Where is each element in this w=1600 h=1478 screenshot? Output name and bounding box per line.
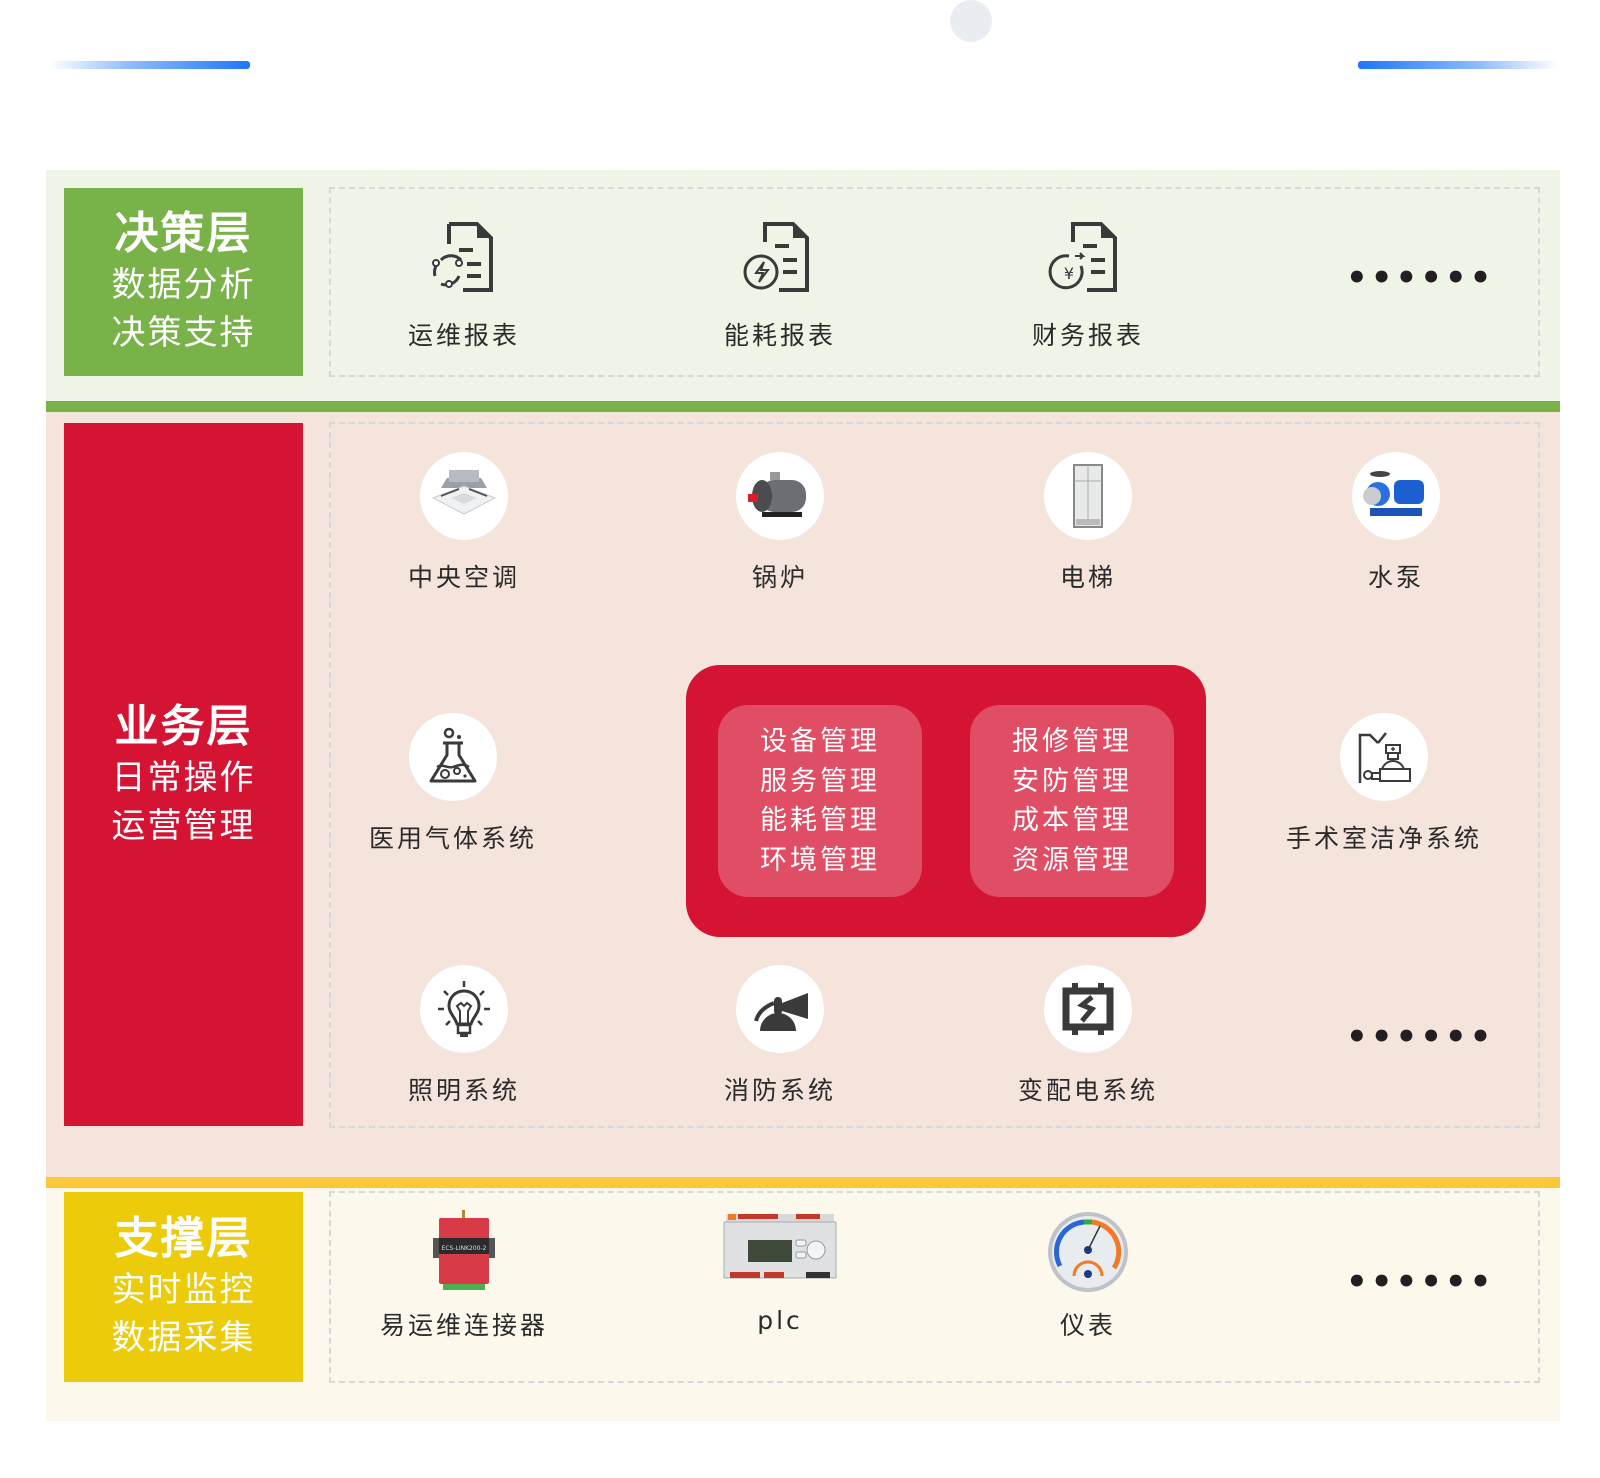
decision-layer-title: 决策层 bbox=[114, 208, 253, 259]
core-management-panel: 设备管理 服务管理 能耗管理 环境管理 报修管理 安防管理 成本管理 资源管理 bbox=[686, 665, 1206, 937]
core-item[interactable]: 报修管理 bbox=[1012, 726, 1132, 757]
water-pump-icon bbox=[1352, 452, 1440, 540]
decision-layer: 决策层 数据分析 决策支持 运维报表 能耗报表 bbox=[46, 170, 1560, 408]
item-label: 能耗报表 bbox=[723, 321, 836, 350]
support-layer: 支撑层 实时监控 数据采集 ECS-LINK200-2 易运维连接器 plc bbox=[46, 1188, 1560, 1421]
item-label: 水泵 bbox=[1367, 563, 1424, 592]
elevator-icon bbox=[1044, 452, 1132, 540]
layer-separator-green bbox=[46, 401, 1560, 412]
finance-report-item[interactable]: ¥ 财务报表 bbox=[978, 218, 1198, 352]
energy-report-icon bbox=[743, 222, 809, 292]
core-item[interactable]: 设备管理 bbox=[760, 726, 880, 757]
ops-report-item[interactable]: 运维报表 bbox=[354, 218, 574, 352]
fire-protection-item[interactable]: 消防系统 bbox=[670, 965, 890, 1107]
business-layer: 业务层 日常操作 运营管理 中央空调 锅炉 电梯 水泵 医用气体系统 bbox=[46, 412, 1560, 1178]
core-management-group-left: 设备管理 服务管理 能耗管理 环境管理 bbox=[718, 705, 922, 897]
item-label: 仪表 bbox=[1059, 1311, 1116, 1340]
boiler-icon bbox=[736, 452, 824, 540]
plc-device-icon bbox=[723, 1214, 837, 1279]
more-ellipsis: •••••• bbox=[1346, 1262, 1495, 1302]
meter-item[interactable]: 仪表 bbox=[978, 1210, 1198, 1342]
fire-alarm-icon bbox=[736, 965, 824, 1053]
core-item[interactable]: 服务管理 bbox=[760, 765, 880, 797]
decision-layer-subtitle: 数据分析 bbox=[111, 265, 256, 305]
core-item[interactable]: 成本管理 bbox=[1012, 805, 1132, 836]
business-layer-label: 业务层 日常操作 运营管理 bbox=[64, 423, 303, 1126]
layer-separator-yellow bbox=[46, 1177, 1560, 1188]
support-layer-title: 支撑层 bbox=[114, 1213, 253, 1264]
core-item[interactable]: 安防管理 bbox=[1012, 765, 1132, 797]
connector-item[interactable]: ECS-LINK200-2 易运维连接器 bbox=[354, 1210, 574, 1342]
item-label: 医用气体系统 bbox=[368, 824, 537, 853]
item-label: 电梯 bbox=[1059, 563, 1116, 592]
medical-gas-item[interactable]: 医用气体系统 bbox=[343, 713, 563, 855]
business-layer-title: 业务层 bbox=[114, 700, 253, 752]
item-label: 手术室洁净系统 bbox=[1285, 824, 1482, 853]
lightbulb-icon bbox=[420, 965, 508, 1053]
business-items-frame bbox=[329, 422, 1540, 1128]
item-label: 运维报表 bbox=[407, 321, 520, 350]
support-layer-subtitle: 实时监控 bbox=[111, 1270, 256, 1310]
item-label: 锅炉 bbox=[751, 563, 808, 592]
item-label: 中央空调 bbox=[407, 563, 520, 592]
energy-report-item[interactable]: 能耗报表 bbox=[670, 218, 890, 352]
business-layer-subtitle: 运营管理 bbox=[111, 805, 256, 846]
elevator-item[interactable]: 电梯 bbox=[978, 452, 1198, 594]
decision-layer-label: 决策层 数据分析 决策支持 bbox=[64, 188, 303, 376]
decor-bar-right bbox=[1358, 61, 1558, 69]
item-label: plc bbox=[757, 1306, 803, 1335]
item-label: 消防系统 bbox=[723, 1076, 836, 1105]
decision-layer-subtitle: 决策支持 bbox=[111, 313, 256, 353]
water-pump-item[interactable]: 水泵 bbox=[1286, 452, 1506, 594]
svg-text:¥: ¥ bbox=[1064, 264, 1074, 283]
air-conditioner-item[interactable]: 中央空调 bbox=[354, 452, 574, 594]
support-layer-subtitle: 数据采集 bbox=[111, 1318, 256, 1358]
boiler-item[interactable]: 锅炉 bbox=[670, 452, 890, 594]
ops-report-icon bbox=[432, 222, 493, 292]
decor-bar-left bbox=[50, 61, 250, 69]
support-layer-label: 支撑层 实时监控 数据采集 bbox=[64, 1192, 303, 1382]
item-label: 照明系统 bbox=[407, 1076, 520, 1105]
item-label: 财务报表 bbox=[1031, 321, 1144, 350]
lighting-item[interactable]: 照明系统 bbox=[354, 965, 574, 1107]
decision-items-frame bbox=[329, 187, 1540, 377]
item-label: 易运维连接器 bbox=[379, 1311, 548, 1340]
more-ellipsis: •••••• bbox=[1346, 258, 1495, 298]
core-item[interactable]: 环境管理 bbox=[760, 844, 880, 876]
top-indicator-dot bbox=[950, 0, 992, 42]
svg-text:ECS-LINK200-2: ECS-LINK200-2 bbox=[442, 1245, 487, 1252]
flask-icon bbox=[409, 713, 497, 801]
power-distribution-icon bbox=[1044, 965, 1132, 1053]
more-ellipsis: •••••• bbox=[1346, 1017, 1495, 1057]
core-item[interactable]: 资源管理 bbox=[1012, 844, 1132, 876]
core-item[interactable]: 能耗管理 bbox=[760, 805, 880, 836]
gauge-meter-icon bbox=[1048, 1212, 1128, 1292]
operating-room-icon bbox=[1340, 713, 1428, 801]
finance-report-icon: ¥ bbox=[1048, 222, 1117, 292]
connector-device-icon: ECS-LINK200-2 bbox=[433, 1210, 495, 1290]
item-label: 变配电系统 bbox=[1017, 1076, 1158, 1105]
operating-room-item[interactable]: 手术室洁净系统 bbox=[1264, 713, 1504, 855]
power-distribution-item[interactable]: 变配电系统 bbox=[978, 965, 1198, 1107]
business-layer-subtitle: 日常操作 bbox=[111, 757, 256, 798]
plc-item[interactable]: plc bbox=[670, 1210, 890, 1335]
air-conditioner-icon bbox=[420, 452, 508, 540]
support-items-frame bbox=[329, 1191, 1540, 1383]
core-management-group-right: 报修管理 安防管理 成本管理 资源管理 bbox=[970, 705, 1174, 897]
